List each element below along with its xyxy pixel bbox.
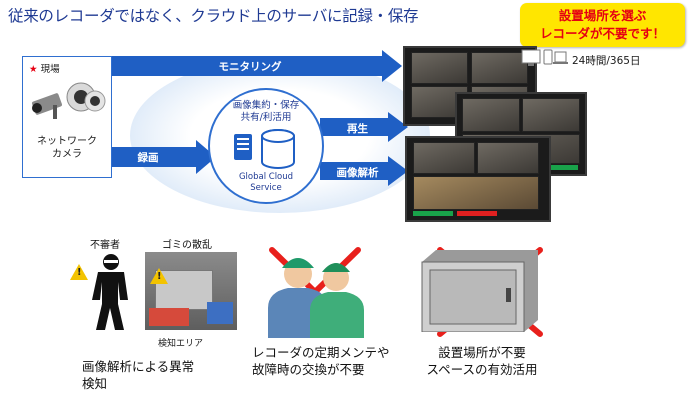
service-line-1: 画像集約・保存	[232, 100, 300, 111]
caption-maintenance-line-2: 故障時の交換が不要	[252, 362, 365, 377]
detection-area-label: 検知エリア	[158, 339, 204, 349]
recording-arrow	[112, 140, 216, 174]
service-name-2: Service	[250, 183, 282, 193]
analysis-label: 画像解析	[336, 167, 379, 179]
camera-label-line-2: カメラ	[52, 149, 82, 160]
maintenance-staff-icon	[268, 258, 364, 338]
garbage-area-photo	[145, 252, 237, 330]
caption-anomaly: 画像解析による異常 検知	[82, 358, 194, 392]
recorder-box-icon	[421, 250, 538, 332]
caption-anomaly-line-1: 画像解析による異常	[82, 359, 195, 374]
service-name-1: Global Cloud	[238, 172, 294, 182]
camera-label: ネットワーク カメラ	[23, 135, 111, 161]
site-label: 現場	[40, 64, 60, 75]
callout-banner: 設置場所を選ぶ レコーダが不要です！	[520, 3, 685, 47]
suspicious-label: 不審者	[90, 240, 120, 251]
service-line-2: 共有/利活用	[240, 112, 292, 123]
monitoring-label: モニタリング	[218, 61, 282, 73]
availability-text: 24時間/365日	[572, 55, 641, 67]
caption-space-line-2: スペースの有効活用	[426, 362, 538, 377]
camera-site-box: ★ 現場 ネットワーク カメラ	[22, 56, 112, 178]
playback-label: 再生	[347, 123, 368, 135]
warning-icon-garbage: !	[150, 268, 168, 284]
callout-line-1: 設置場所を選ぶ	[558, 8, 647, 23]
camera-label-line-1: ネットワーク	[37, 136, 97, 147]
caption-anomaly-line-2: 検知	[82, 376, 108, 391]
site-label-row: ★ 現場	[29, 61, 60, 75]
cloud-service-circle: 画像集約・保存 共有/利活用 Global Cloud Service	[208, 88, 324, 204]
caption-space: 設置場所が不要 スペースの有効活用	[412, 344, 552, 378]
analysis-arrow	[320, 156, 408, 186]
garbage-label: ゴミの散乱	[162, 240, 212, 251]
playback-arrow	[320, 112, 408, 142]
callout-line-2: レコーダが不要です！	[539, 26, 665, 41]
warning-icon-suspicious: !	[70, 264, 88, 280]
caption-space-line-1: 設置場所が不要	[438, 345, 526, 360]
recording-label: 録画	[137, 152, 159, 164]
suspicious-person-icon	[92, 254, 128, 330]
star-icon: ★	[29, 64, 38, 75]
caption-maintenance: レコーダの定期メンテや 故障時の交換が不要	[252, 344, 390, 378]
client-devices-icon	[521, 49, 568, 66]
monitoring-arrow	[112, 50, 402, 82]
page-title: 従来のレコーダではなく、クラウド上のサーバに記録・保存	[8, 7, 419, 25]
network-camera-icon	[32, 82, 106, 119]
server-database-icon	[234, 129, 295, 169]
monitor-screen-3	[405, 136, 551, 222]
caption-maintenance-line-1: レコーダの定期メンテや	[252, 345, 390, 360]
